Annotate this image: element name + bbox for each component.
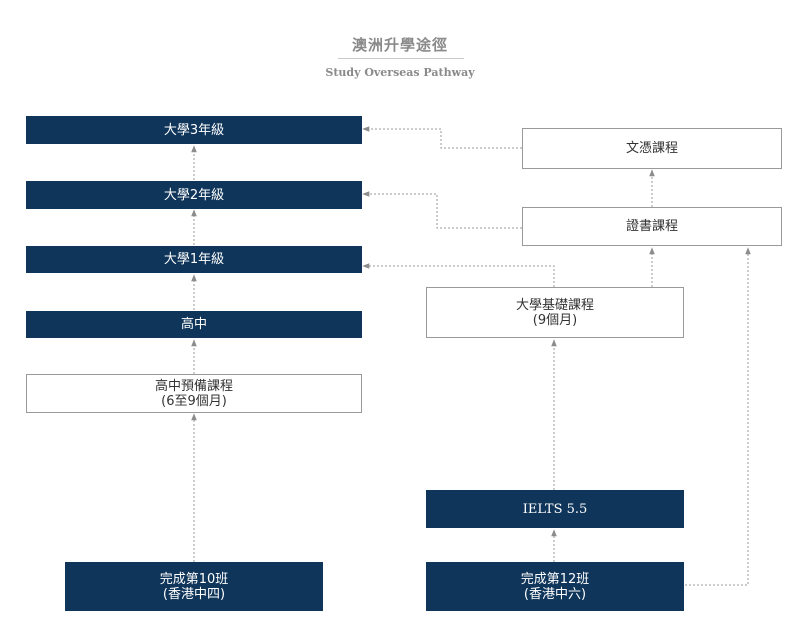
box-foundation-duration: (9個月): [532, 312, 578, 328]
arrow-f6-to-certificate: [685, 247, 751, 586]
box-ielts: IELTS 5.5: [426, 490, 684, 528]
box-certificate-label: 證書課程: [625, 219, 678, 234]
box-university-year-2-label: 大學2年級: [163, 187, 225, 203]
box-high-school-prep-duration: (6至9個月): [161, 393, 227, 409]
arrow-diploma-to-uni3: [362, 126, 522, 149]
arrow-certificate-to-uni2: [362, 191, 522, 229]
arrow-foundation-to-uni1: [362, 263, 555, 287]
title-divider: [338, 58, 464, 59]
box-university-year-3: 大學3年級: [26, 116, 362, 144]
box-high-school-label: 高中: [180, 317, 207, 332]
page-subtitle: Study Overseas Pathway: [325, 66, 475, 79]
box-foundation: 大學基礎課程 (9個月): [426, 287, 684, 338]
box-foundation-label: 大學基礎課程: [515, 297, 594, 313]
box-high-school: 高中: [26, 311, 362, 338]
box-diploma-label: 文憑課程: [625, 141, 678, 156]
box-high-school-prep-label: 高中預備課程: [154, 378, 233, 394]
box-university-year-3-label: 大學3年級: [163, 122, 225, 138]
box-high-school-prep: 高中預備課程 (6至9個月): [26, 374, 362, 413]
box-complete-grade-10-note: (香港中四): [162, 586, 226, 602]
box-ielts-label: IELTS 5.5: [522, 501, 588, 517]
page-title: 澳洲升學途徑: [351, 36, 448, 54]
box-diploma: 文憑課程: [522, 128, 782, 169]
box-university-year-2: 大學2年級: [26, 181, 362, 209]
box-university-year-1: 大學1年級: [26, 246, 362, 273]
box-certificate: 證書課程: [522, 207, 782, 246]
box-complete-grade-10-label: 完成第10班: [159, 571, 229, 587]
box-complete-grade-10: 完成第10班 (香港中四): [65, 562, 323, 611]
box-complete-grade-12: 完成第12班 (香港中六): [426, 562, 684, 611]
box-university-year-1-label: 大學1年級: [163, 252, 225, 267]
box-complete-grade-12-label: 完成第12班: [520, 571, 590, 587]
box-complete-grade-12-note: (香港中六): [523, 586, 587, 602]
